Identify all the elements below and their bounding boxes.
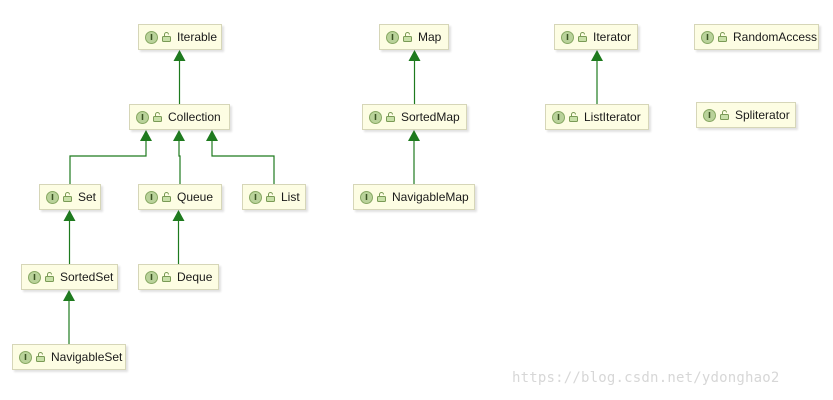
extends-arrowhead (63, 290, 75, 301)
interface-node-set[interactable]: I Set (39, 184, 101, 210)
interface-label: Deque (177, 270, 213, 284)
public-access-icon (266, 192, 275, 202)
interface-node-deque[interactable]: I Deque (138, 264, 219, 290)
extends-arrowhead (408, 50, 421, 61)
extends-edge-set-collection (69, 140, 147, 184)
interface-icon: I (145, 30, 158, 44)
interface-label: Set (78, 190, 97, 204)
public-access-icon (403, 32, 412, 42)
interface-label: ListIterator (584, 110, 641, 124)
interface-label: Spliterator (735, 108, 790, 122)
extends-arrowhead (591, 50, 603, 61)
interface-label: Map (418, 30, 442, 44)
interface-label: SortedSet (60, 270, 114, 284)
interface-label: NavigableMap (392, 190, 469, 204)
public-access-icon (153, 112, 162, 122)
interface-label: SortedMap (401, 110, 460, 124)
interface-icon: I (46, 190, 59, 204)
interface-icon: I (561, 30, 574, 44)
interface-icon: I (19, 350, 32, 364)
interface-icon: I (386, 30, 399, 44)
interface-node-spliterator[interactable]: I Spliterator (696, 102, 796, 128)
interface-node-sortedset[interactable]: I SortedSet (21, 264, 118, 290)
interface-label: List (281, 190, 300, 204)
extends-arrowhead (63, 210, 76, 221)
interface-node-navigableset[interactable]: I NavigableSet (12, 344, 126, 370)
interface-icon: I (136, 110, 149, 124)
public-access-icon (718, 32, 727, 42)
watermark: https://blog.csdn.net/ydonghao2 (512, 370, 780, 386)
interface-node-iterable[interactable]: I Iterable (138, 24, 222, 50)
interface-node-list[interactable]: I List (242, 184, 306, 210)
interface-label: Queue (177, 190, 214, 204)
interface-node-sortedmap[interactable]: I SortedMap (362, 104, 467, 130)
interface-node-iterator[interactable]: I Iterator (554, 24, 638, 50)
interface-label: NavigableSet (51, 350, 123, 364)
interface-icon: I (145, 190, 158, 204)
public-access-icon (377, 192, 386, 202)
interface-node-map[interactable]: I Map (379, 24, 449, 50)
extends-arrowhead (140, 130, 152, 141)
interface-icon: I (369, 110, 382, 124)
extends-edge-queue-collection (178, 140, 181, 184)
public-access-icon (386, 112, 395, 122)
public-access-icon (63, 192, 72, 202)
extends-arrowhead (173, 50, 186, 61)
interface-icon: I (703, 108, 716, 122)
extends-arrowhead (173, 130, 185, 141)
extends-edge-list-collection (211, 140, 275, 184)
public-access-icon (45, 272, 54, 282)
public-access-icon (162, 32, 171, 42)
extends-arrowhead (408, 130, 420, 141)
interface-node-listiterator[interactable]: I ListIterator (545, 104, 649, 130)
interface-icon: I (701, 30, 714, 44)
interface-node-collection[interactable]: I Collection (129, 104, 230, 130)
interface-label: Iterable (177, 30, 218, 44)
interface-node-randomaccess[interactable]: I RandomAccess (694, 24, 819, 50)
public-access-icon (578, 32, 587, 42)
interface-icon: I (360, 190, 373, 204)
interface-label: Iterator (593, 30, 632, 44)
extends-arrowhead (206, 130, 218, 141)
interface-icon: I (145, 270, 158, 284)
public-access-icon (720, 110, 729, 120)
public-access-icon (569, 112, 578, 122)
interface-icon: I (552, 110, 565, 124)
public-access-icon (36, 352, 45, 362)
extends-arrowhead (172, 210, 185, 221)
interface-icon: I (28, 270, 41, 284)
interface-icon: I (249, 190, 262, 204)
interface-node-navigablemap[interactable]: I NavigableMap (353, 184, 475, 210)
interface-label: RandomAccess (733, 30, 818, 44)
interface-node-queue[interactable]: I Queue (138, 184, 222, 210)
public-access-icon (162, 272, 171, 282)
public-access-icon (162, 192, 171, 202)
interface-label: Collection (168, 110, 221, 124)
